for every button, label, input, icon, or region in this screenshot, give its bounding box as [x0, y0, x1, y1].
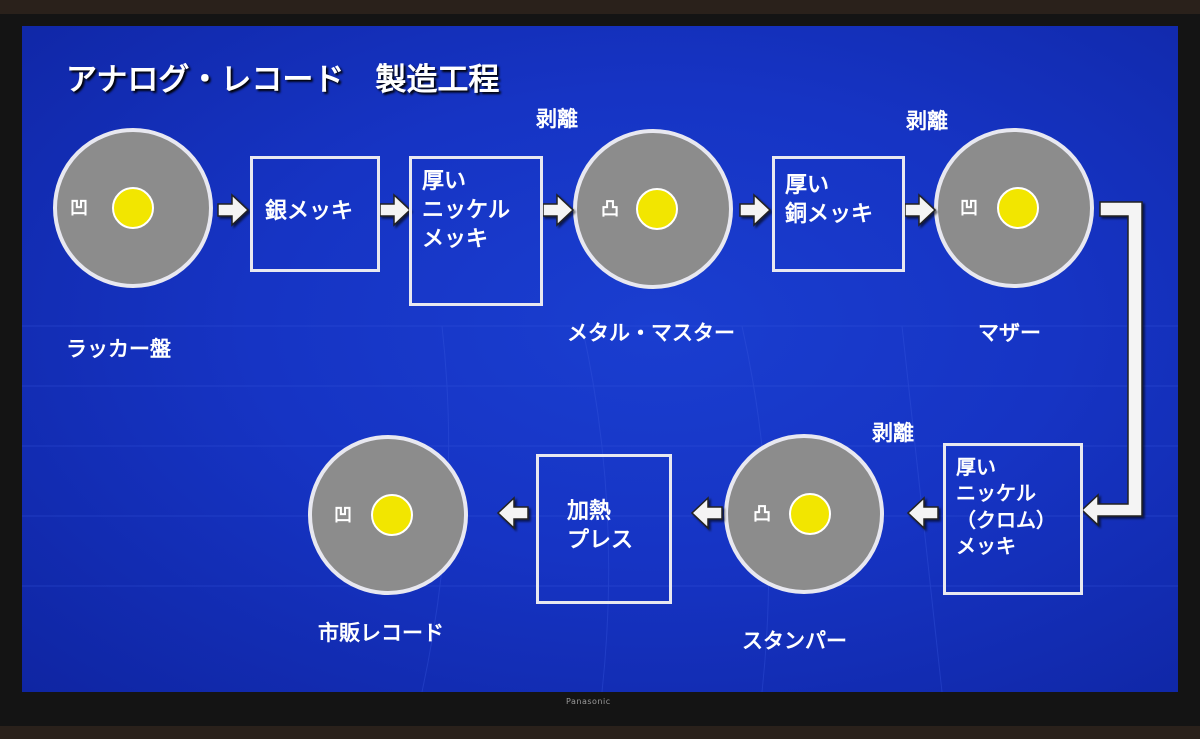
convex-mark-metal-master: 凸 [601, 199, 619, 220]
peel-label-3: 剥離 [872, 421, 914, 445]
process-silver-plating: 銀メッキ [250, 156, 380, 272]
peel-label-2: 剥離 [906, 109, 948, 133]
connector-down-arrow [1080, 201, 1143, 527]
caption-metal-master: メタル・マスター [567, 321, 735, 345]
disc-mother [934, 128, 1094, 288]
arrow-left-1 [906, 496, 939, 530]
arrow-right-3 [542, 193, 575, 227]
concave-mark-lacquer: 凹 [70, 198, 88, 219]
background-grid [22, 325, 1178, 692]
disc-stamper [724, 434, 884, 594]
disc-lacquer [53, 128, 213, 288]
process-thick-copper-plating: 厚い 銅メッキ [772, 156, 905, 272]
disc-metal-master [573, 129, 733, 289]
caption-retail-record: 市販レコード [318, 621, 444, 645]
arrow-left-3 [496, 496, 529, 530]
arrow-right-4 [739, 193, 772, 227]
process-thick-nickel-plating: 厚い ニッケル メッキ [409, 156, 543, 306]
arrow-left-2 [690, 496, 723, 530]
process-thick-nickel-chrome-plating: 厚い ニッケル （クロム） メッキ [943, 443, 1083, 595]
process-heat-press: 加熱 プレス [536, 454, 672, 604]
concave-mark-retail: 凹 [334, 505, 352, 526]
concave-mark-mother: 凹 [960, 198, 978, 219]
convex-mark-stamper: 凸 [753, 504, 771, 525]
caption-stamper: スタンパー [742, 629, 847, 653]
arrow-right-1 [217, 193, 250, 227]
disc-retail-record [308, 435, 468, 595]
arrow-right-5 [904, 193, 937, 227]
tv-brand-logo: Panasonic [566, 697, 611, 706]
arrow-right-2 [379, 193, 412, 227]
caption-mother: マザー [978, 321, 1041, 345]
slide-title: アナログ・レコード 製造工程 [66, 62, 500, 98]
diagram-graphics [22, 128, 1178, 692]
caption-lacquer: ラッカー盤 [66, 337, 171, 361]
slide-screen: アナログ・レコード 製造工程 凹 凸 凹 凸 凹 銀メッキ 厚い ニッケル メッ… [22, 26, 1178, 692]
peel-label-1: 剥離 [536, 107, 578, 131]
